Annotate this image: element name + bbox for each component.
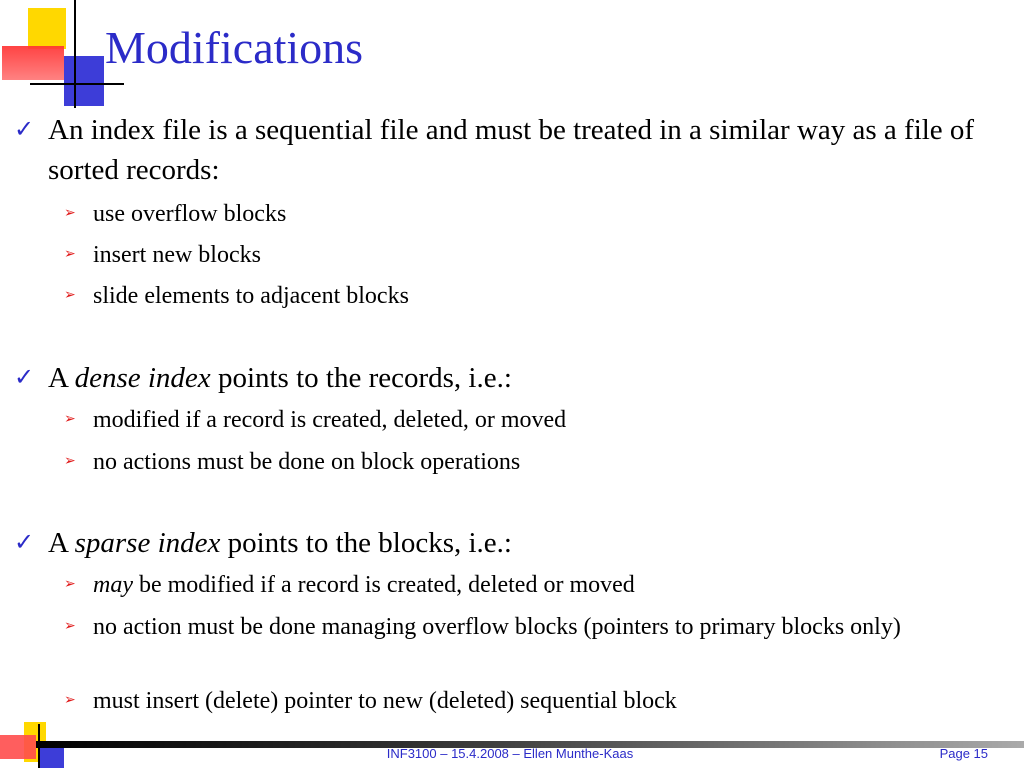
bullet-sparse-index: A sparse index points to the blocks, i.e… [48, 527, 512, 559]
arrowhead-icon: ➢ [64, 577, 76, 592]
footer-text: INF3100 – 15.4.2008 – Ellen Munthe-Kaas [386, 746, 634, 761]
arrowhead-icon: ➢ [64, 454, 76, 469]
bullet-index-file: An index file is a sequential file and m… [48, 114, 975, 186]
decor-blue-square [64, 56, 104, 106]
slide-title: Modifications [105, 22, 364, 73]
bullet-dense-index: A dense index points to the records, i.e… [48, 362, 512, 394]
sub-bullet-sparse-overflow: no action must be done managing overflow… [93, 614, 901, 640]
arrowhead-icon: ➢ [64, 288, 76, 303]
sub-bullet-overflow: use overflow blocks [93, 201, 287, 227]
decor-red-bar [2, 46, 64, 80]
arrowhead-icon: ➢ [64, 619, 76, 634]
page-number: Page 15 [939, 746, 988, 761]
footer-rule [36, 741, 1024, 748]
decor-yellow-square [28, 8, 66, 49]
sub-bullet-slide: slide elements to adjacent blocks [93, 283, 409, 309]
sub-bullet-dense-no-actions: no actions must be done on block operati… [93, 449, 521, 475]
checkmark-icon: ✓ [14, 530, 35, 556]
sub-bullet-sparse-may: may be modified if a record is created, … [93, 572, 635, 598]
sparse-index-term: sparse index [74, 527, 221, 559]
dense-index-term: dense index [74, 362, 211, 394]
checkmark-icon: ✓ [14, 365, 35, 391]
sub-bullet-sparse-insert: must insert (delete) pointer to new (del… [93, 688, 677, 714]
checkmark-icon: ✓ [14, 117, 35, 143]
decor-vertical-line [74, 0, 76, 108]
arrowhead-icon: ➢ [64, 693, 76, 708]
sub-bullet-dense-modified: modified if a record is created, deleted… [93, 407, 567, 433]
decor-horizontal-line [30, 83, 124, 85]
arrowhead-icon: ➢ [64, 247, 76, 262]
sub-bullet-insert: insert new blocks [93, 242, 261, 268]
decor-red-bar-bottom [0, 735, 36, 759]
arrowhead-icon: ➢ [64, 412, 76, 427]
arrowhead-icon: ➢ [64, 206, 76, 221]
